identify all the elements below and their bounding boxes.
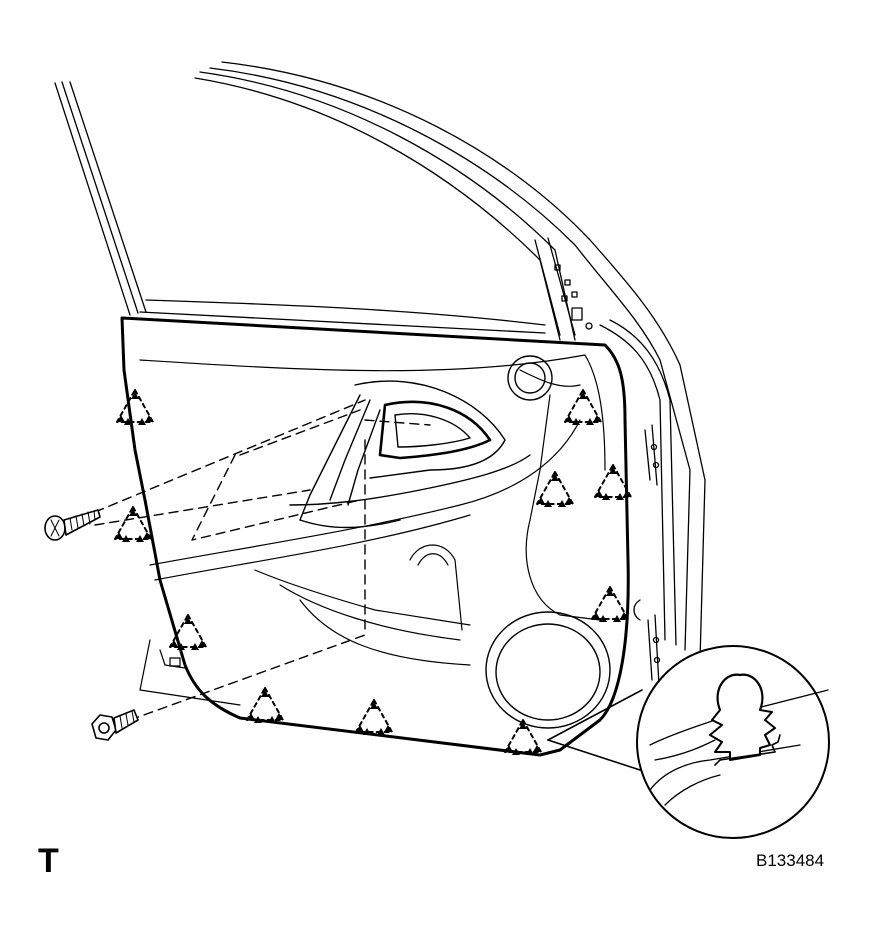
clip-marker [246,687,284,723]
clip-marker [504,719,542,755]
clip-detail-callout [547,645,830,839]
door-frame [54,61,706,686]
view-mark: T [38,842,59,880]
clip-marker [536,471,574,507]
screw-upper-icon [44,509,101,541]
clip-marker [114,506,152,542]
clip-marker [594,464,632,500]
door-trim-panel [120,316,630,757]
figure-id: B133484 [756,851,825,870]
clip-marker [116,389,154,425]
clip-markers [114,389,632,755]
screw-lower-icon [91,709,139,741]
clip-marker [169,614,207,650]
clip-marker [564,389,602,425]
clip-marker [355,699,393,735]
door-speakers [485,355,611,729]
clip-marker [591,586,629,622]
inner-handle-bezel [289,380,531,529]
screw-guide-lines [94,399,431,721]
